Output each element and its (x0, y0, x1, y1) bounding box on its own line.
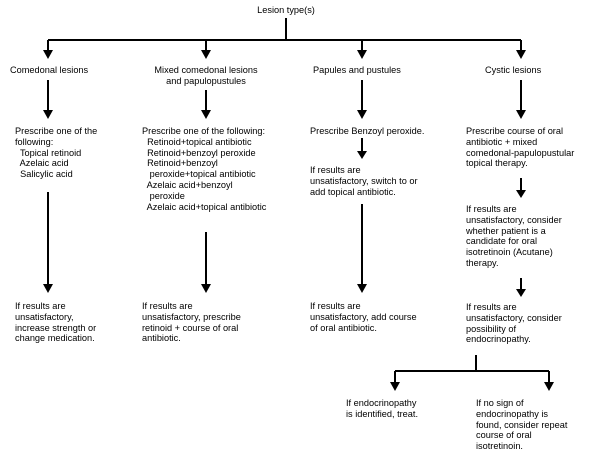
col4-branch-right-text: If no sign of endocrinopathy is found, c… (476, 398, 568, 452)
col4-arrow1-head (516, 110, 526, 119)
col3-arrow2-head (357, 151, 367, 159)
col1-drop-arrow (43, 50, 53, 59)
col2-arrow2-head (201, 284, 211, 293)
col2-drop-arrow (201, 50, 211, 59)
col2-step2: If results are unsatisfactory, prescribe… (142, 301, 241, 344)
col4-step1: Prescribe course of oral antibiotic + mi… (466, 126, 575, 169)
col1-heading: Comedonal lesions (10, 65, 89, 75)
col4-step3: If results are unsatisfactory, consider … (466, 302, 562, 345)
col4-branch-left-head (390, 382, 400, 391)
col1-step2: If results are unsatisfactory, increase … (15, 301, 97, 344)
col3-heading: Papules and pustules (313, 65, 401, 75)
col4-step2: If results are unsatisfactory, consider … (466, 204, 562, 268)
col2-arrow1-head (201, 110, 211, 119)
col3-step1: Prescribe Benzoyl peroxide. (310, 126, 425, 136)
col4-branch-right-head (544, 382, 554, 391)
col2-heading: Mixed comedonal lesions and papulopustul… (154, 65, 258, 86)
col4-arrow2-head (516, 190, 526, 198)
col4-heading: Cystic lesions (485, 65, 542, 75)
col1-arrow1-head (43, 110, 53, 119)
root-node: Lesion type(s) (257, 5, 315, 15)
col3-drop-arrow (357, 50, 367, 59)
col3-step3: If results are unsatisfactory, add cours… (310, 301, 417, 333)
col3-arrow3-head (357, 284, 367, 293)
col1-arrow2-head (43, 284, 53, 293)
col3-step2: If results are unsatisfactory, switch to… (310, 165, 418, 197)
col2-step1: Prescribe one of the following: Retinoid… (142, 126, 267, 212)
col4-branch-left-text: If endocrinopathy is identified, treat. (346, 398, 419, 419)
col1-step1: Prescribe one of the following: Topical … (15, 126, 98, 180)
col4-drop-arrow (516, 50, 526, 59)
col4-arrow3-head (516, 289, 526, 297)
col3-arrow1-head (357, 110, 367, 119)
